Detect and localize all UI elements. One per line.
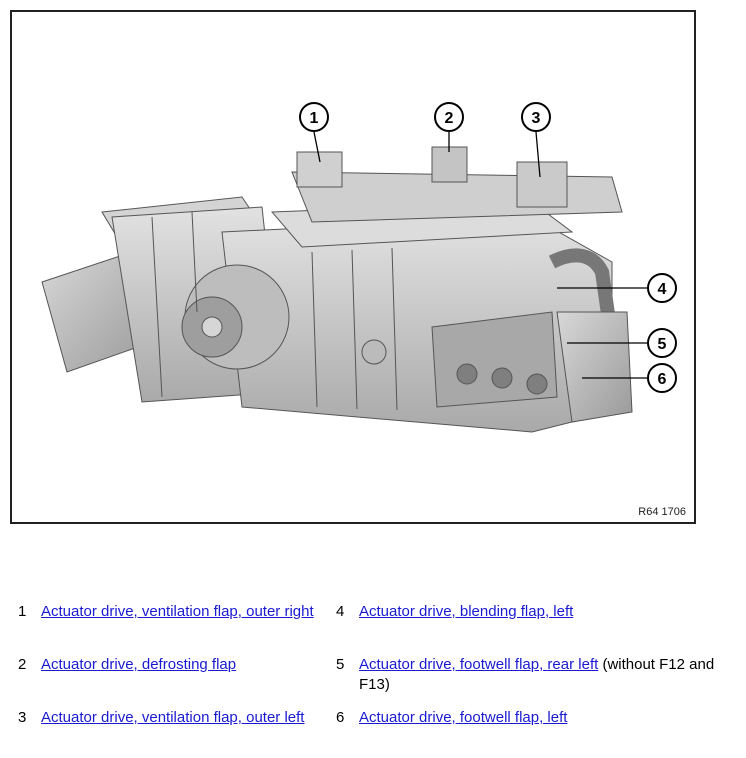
callout-2: 2 — [434, 102, 464, 132]
legend-link-2[interactable]: Actuator drive, defrosting flap — [41, 656, 237, 673]
figure-reference-code: R64 1706 — [638, 506, 686, 518]
legend-number: 1 — [18, 603, 27, 620]
svg-text:4: 4 — [658, 281, 667, 298]
legend-link-4[interactable]: Actuator drive, blending flap, left — [359, 603, 574, 620]
svg-text:6: 6 — [658, 371, 667, 388]
callout-6: 6 — [647, 363, 677, 393]
legend-note-5: (without F12 and F13) — [359, 656, 715, 693]
legend-number: 6 — [336, 709, 345, 726]
legend-number: 5 — [336, 656, 345, 673]
callout-1: 1 — [299, 102, 329, 132]
svg-text:1: 1 — [310, 110, 319, 127]
legend-number: 4 — [336, 603, 345, 620]
legend-link-1[interactable]: Actuator drive, ventilation flap, outer … — [41, 603, 314, 620]
legend-link-3[interactable]: Actuator drive, ventilation flap, outer … — [41, 709, 305, 726]
heater-assembly — [41, 146, 633, 433]
svg-text:3: 3 — [532, 110, 541, 127]
heater-unit-illustration: 1 2 3 4 5 6 — [41, 102, 677, 433]
callout-4: 4 — [647, 273, 677, 303]
callout-3: 3 — [521, 102, 551, 132]
legend-number: 3 — [18, 709, 27, 726]
legend-link-6[interactable]: Actuator drive, footwell flap, left — [359, 709, 568, 726]
legend-link-5[interactable]: Actuator drive, footwell flap, rear left — [359, 656, 599, 673]
callout-leaders — [313, 131, 648, 379]
svg-text:2: 2 — [445, 110, 454, 127]
callout-5: 5 — [647, 328, 677, 358]
legend-number: 2 — [18, 656, 27, 673]
diagram-figure: 1 2 3 4 5 6 R64 1706 — [10, 10, 696, 524]
svg-text:5: 5 — [658, 336, 667, 353]
